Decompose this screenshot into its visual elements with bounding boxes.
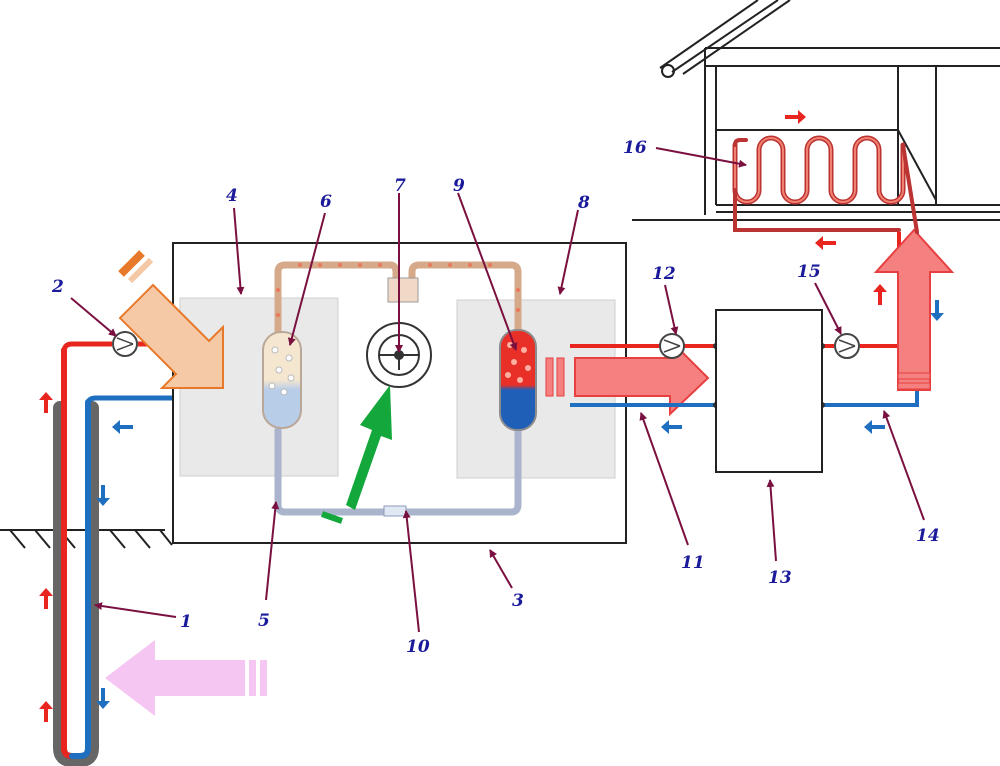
label-5: 5 bbox=[258, 611, 270, 631]
expansion-valve bbox=[383, 505, 407, 517]
roof bbox=[659, 0, 791, 78]
label-7: 7 bbox=[394, 176, 406, 196]
label-11: 11 bbox=[681, 553, 705, 573]
source-pump bbox=[112, 331, 138, 357]
compressor-drive-arrow bbox=[321, 385, 392, 524]
label-1: 1 bbox=[180, 612, 192, 632]
building-heat-arrow bbox=[873, 228, 955, 391]
label-14: 14 bbox=[916, 526, 940, 546]
label-2: 2 bbox=[51, 277, 64, 297]
label-10: 10 bbox=[406, 637, 430, 657]
ground-probe bbox=[53, 347, 99, 766]
label-15: 15 bbox=[797, 262, 821, 282]
label-12: 12 bbox=[652, 264, 676, 284]
label-9: 9 bbox=[453, 176, 465, 196]
flow-arrows-heating bbox=[661, 110, 944, 434]
label-6: 6 bbox=[320, 192, 332, 212]
leader-lines bbox=[70, 147, 925, 633]
building bbox=[632, 47, 1000, 221]
label-16: 16 bbox=[623, 138, 647, 158]
ground-heat-arrow bbox=[105, 640, 267, 716]
label-3: 3 bbox=[512, 591, 524, 611]
compressor bbox=[366, 277, 432, 388]
label-8: 8 bbox=[577, 193, 590, 213]
buffer-tank bbox=[715, 309, 823, 473]
floor-heating-pump bbox=[834, 333, 860, 359]
label-13: 13 bbox=[768, 568, 792, 588]
evaporator-bubbles bbox=[268, 346, 295, 396]
evaporator-vessel bbox=[262, 331, 302, 429]
floor-heating-coil bbox=[732, 135, 919, 234]
heating-pump bbox=[659, 333, 685, 359]
label-4: 4 bbox=[226, 186, 238, 206]
refrigerant-bubbles bbox=[276, 263, 520, 317]
ambient-heat-arrow bbox=[118, 250, 224, 389]
